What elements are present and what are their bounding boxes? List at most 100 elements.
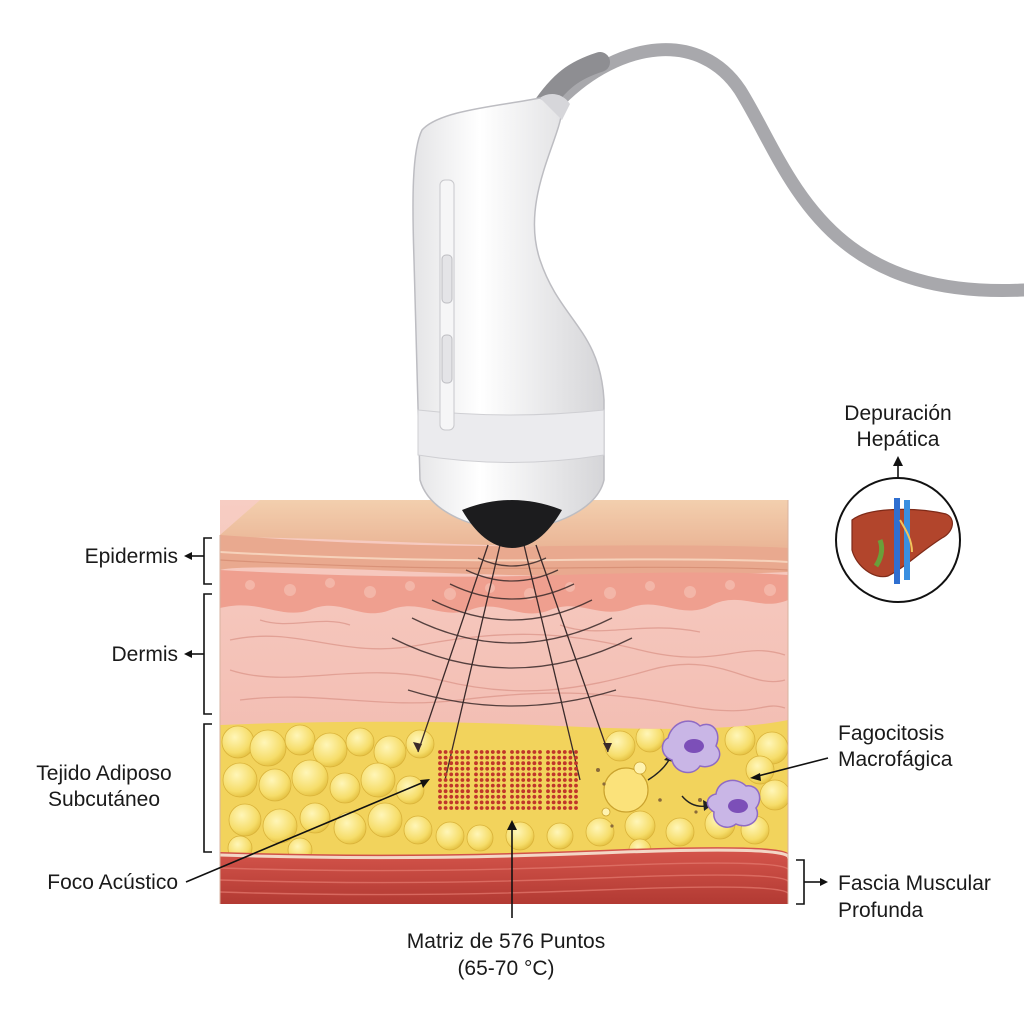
matrix-dot [574,783,578,788]
matrix-dot [449,750,454,754]
matrix-dot [485,789,490,794]
matrix-dot [546,761,550,766]
matrix-dot [438,750,442,754]
matrix-dot [443,789,448,794]
matrix-dot [568,772,573,777]
matrix-dot [521,783,526,788]
matrix-dot [443,750,448,754]
matrix-dot [526,755,531,760]
matrix-dot [466,783,470,788]
matrix-dot [479,750,484,754]
matrix-dot [502,800,506,805]
matrix-dot [490,778,495,782]
matrix-dot [568,789,573,794]
matrix-dot [479,766,484,771]
matrix-dot [557,761,562,766]
matrix-dot [443,783,448,788]
matrix-dot [496,772,501,777]
matrix-dot [515,800,520,805]
matrix-dot [562,750,567,754]
matrix-dot [574,766,578,771]
label-epidermis: Epidermis [85,545,178,568]
matrix-dot [546,766,550,771]
matrix-dot [562,789,567,794]
matrix-dot [521,755,526,760]
matrix-dot [538,755,542,760]
matrix-dot [515,755,520,760]
matrix-dot [510,794,514,799]
matrix-dot [568,755,573,760]
matrix-dot [562,800,567,805]
matrix-dot [460,783,465,788]
matrix-dot [496,766,501,771]
matrix-dot [568,761,573,766]
matrix-dot [502,772,506,777]
matrix-dot [521,778,526,782]
matrix-dot [557,766,562,771]
matrix-dot [490,794,495,799]
matrix-dot [538,783,542,788]
matrix-dot [496,750,501,754]
macrophage-icon [706,779,761,828]
matrix-dot [460,755,465,760]
matrix-dot [443,806,448,810]
matrix-dot [568,750,573,754]
matrix-dot [526,806,531,810]
matrix-dot [568,800,573,805]
matrix-dot [551,750,556,754]
matrix-dot [496,806,501,810]
matrix-dot [449,789,454,794]
matrix-dot [454,761,459,766]
matrix-dot [574,755,578,760]
matrix-dot [538,778,542,782]
matrix-dot [454,766,459,771]
matrix-dot [479,755,484,760]
matrix-dot [502,806,506,810]
matrix-dot [502,778,506,782]
matrix-dot [515,778,520,782]
label-focus: Foco Acústico [47,871,178,894]
liver-inset [835,477,961,603]
matrix-dot [557,789,562,794]
matrix-dot [466,761,470,766]
matrix-dot [546,755,550,760]
matrix-dot [438,783,442,788]
matrix-dot [449,800,454,805]
matrix-dot [460,789,465,794]
matrix-dot [438,761,442,766]
matrix-dot [538,750,542,754]
matrix-dot [485,772,490,777]
matrix-dot [474,800,478,805]
matrix-dot [466,766,470,771]
matrix-dot [490,772,495,777]
matrix-dot [485,783,490,788]
matrix-dot [438,766,442,771]
matrix-dot [521,772,526,777]
matrix-dot [538,761,542,766]
matrix-dot [557,806,562,810]
matrix-dot [510,789,514,794]
matrix-dot [551,783,556,788]
muscle-fascia-layer [220,847,788,904]
matrix-dot [449,794,454,799]
matrix-dot [551,766,556,771]
matrix-dot [460,772,465,777]
matrix-dot [538,800,542,805]
matrix-dot [479,806,484,810]
matrix-dot [574,789,578,794]
matrix-dot [521,761,526,766]
device-cable [553,43,1024,297]
matrix-dot [546,806,550,810]
matrix-dot [454,783,459,788]
matrix-dot [562,761,567,766]
matrix-dot [460,800,465,805]
matrix-dot [557,800,562,805]
matrix-dot [438,755,442,760]
matrix-dot [515,761,520,766]
matrix-dot [485,794,490,799]
label-fascia-line2: Profunda [838,899,924,922]
matrix-dot [443,761,448,766]
matrix-dot [568,783,573,788]
matrix-dot [568,778,573,782]
matrix-dot [546,772,550,777]
